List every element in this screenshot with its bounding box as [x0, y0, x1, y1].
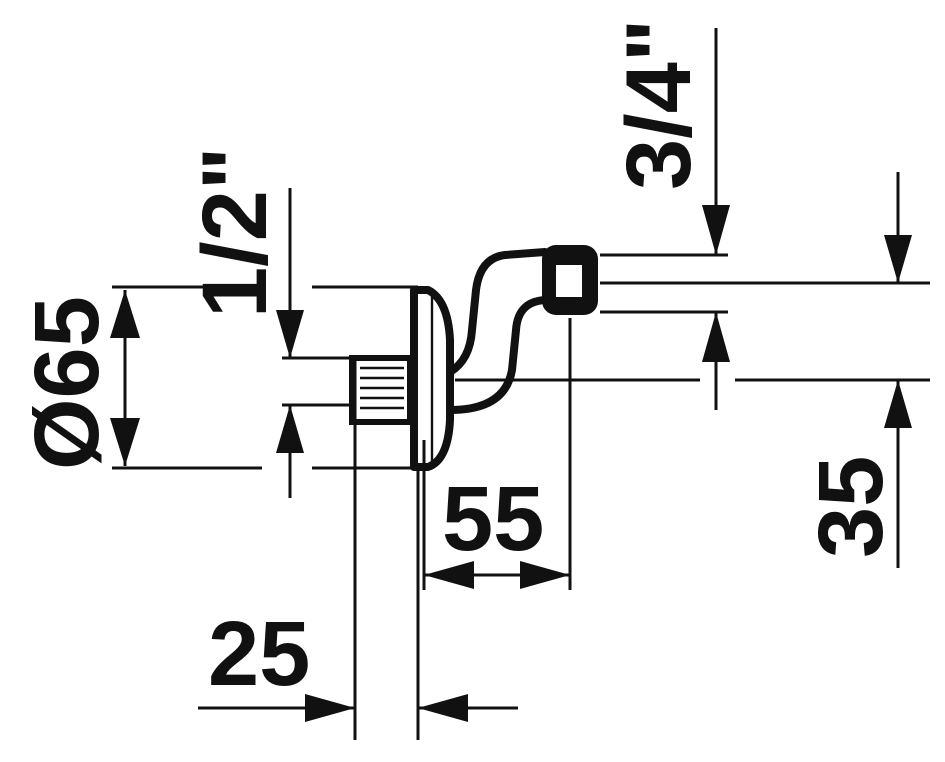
dimension-thread-large: 3/4" — [608, 18, 730, 410]
elbow-pipe-outer — [446, 248, 549, 376]
label-thread-large: 3/4" — [608, 18, 710, 190]
dimension-projection: 55 — [424, 468, 570, 589]
fitting-body — [349, 245, 598, 471]
label-offset: 35 — [800, 456, 902, 558]
outlet-nut-bore — [556, 265, 582, 297]
thread-hatching — [360, 366, 404, 410]
label-thread-small: 1/2" — [184, 146, 286, 318]
dimension-depth: 25 — [198, 603, 518, 722]
label-diameter: Ø65 — [16, 296, 118, 470]
dimension-offset: 35 — [800, 172, 912, 568]
label-depth: 25 — [208, 603, 310, 705]
label-projection: 55 — [442, 468, 544, 570]
dimension-diameter: Ø65 — [16, 290, 140, 470]
elbow-pipe-inner — [446, 296, 552, 414]
rosette — [410, 286, 454, 471]
dimension-thread-small: 1/2" — [184, 146, 304, 498]
